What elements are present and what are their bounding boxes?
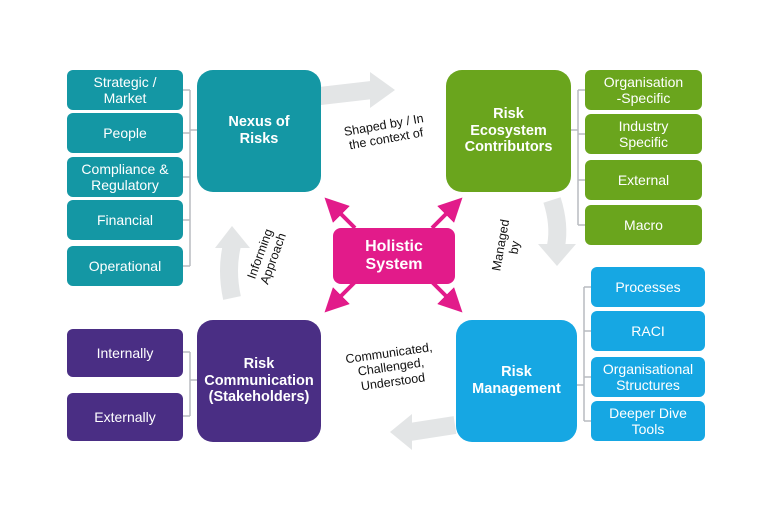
cycle-ring [220, 81, 567, 441]
nexus-item-people: People [67, 113, 183, 153]
management-item-raci: RACI [591, 311, 705, 351]
risk-management-box: Risk Management [456, 320, 577, 442]
nexus-item-operational: Operational [67, 246, 183, 286]
risk-ecosystem-contributors-box: Risk Ecosystem Contributors [446, 70, 571, 192]
holistic-arrows [324, 197, 463, 313]
management-item-deeper-dive-tools: Deeper Dive Tools [591, 401, 705, 441]
ecosystem-item-industry-specific: Industry Specific [585, 114, 702, 154]
nexus-item-strategic-market: Strategic / Market [67, 70, 183, 110]
nexus-item-financial: Financial [67, 200, 183, 240]
ecosystem-item-macro: Macro [585, 205, 702, 245]
ecosystem-item-organisation-specific: Organisation -Specific [585, 70, 702, 110]
holistic-system-box: Holistic System [333, 228, 455, 284]
cycle-arrowheads [215, 72, 576, 450]
connector-lines [183, 89, 591, 422]
management-item-organisational-structures: Organisational Structures [591, 357, 705, 397]
risk-communication-box: Risk Communication (Stakeholders) [197, 320, 321, 442]
communication-item-externally: Externally [67, 393, 183, 441]
communication-item-internally: Internally [67, 329, 183, 377]
nexus-item-compliance-regulatory: Compliance & Regulatory [67, 157, 183, 197]
management-item-processes: Processes [591, 267, 705, 307]
ecosystem-item-external: External [585, 160, 702, 200]
nexus-of-risks-box: Nexus of Risks [197, 70, 321, 192]
